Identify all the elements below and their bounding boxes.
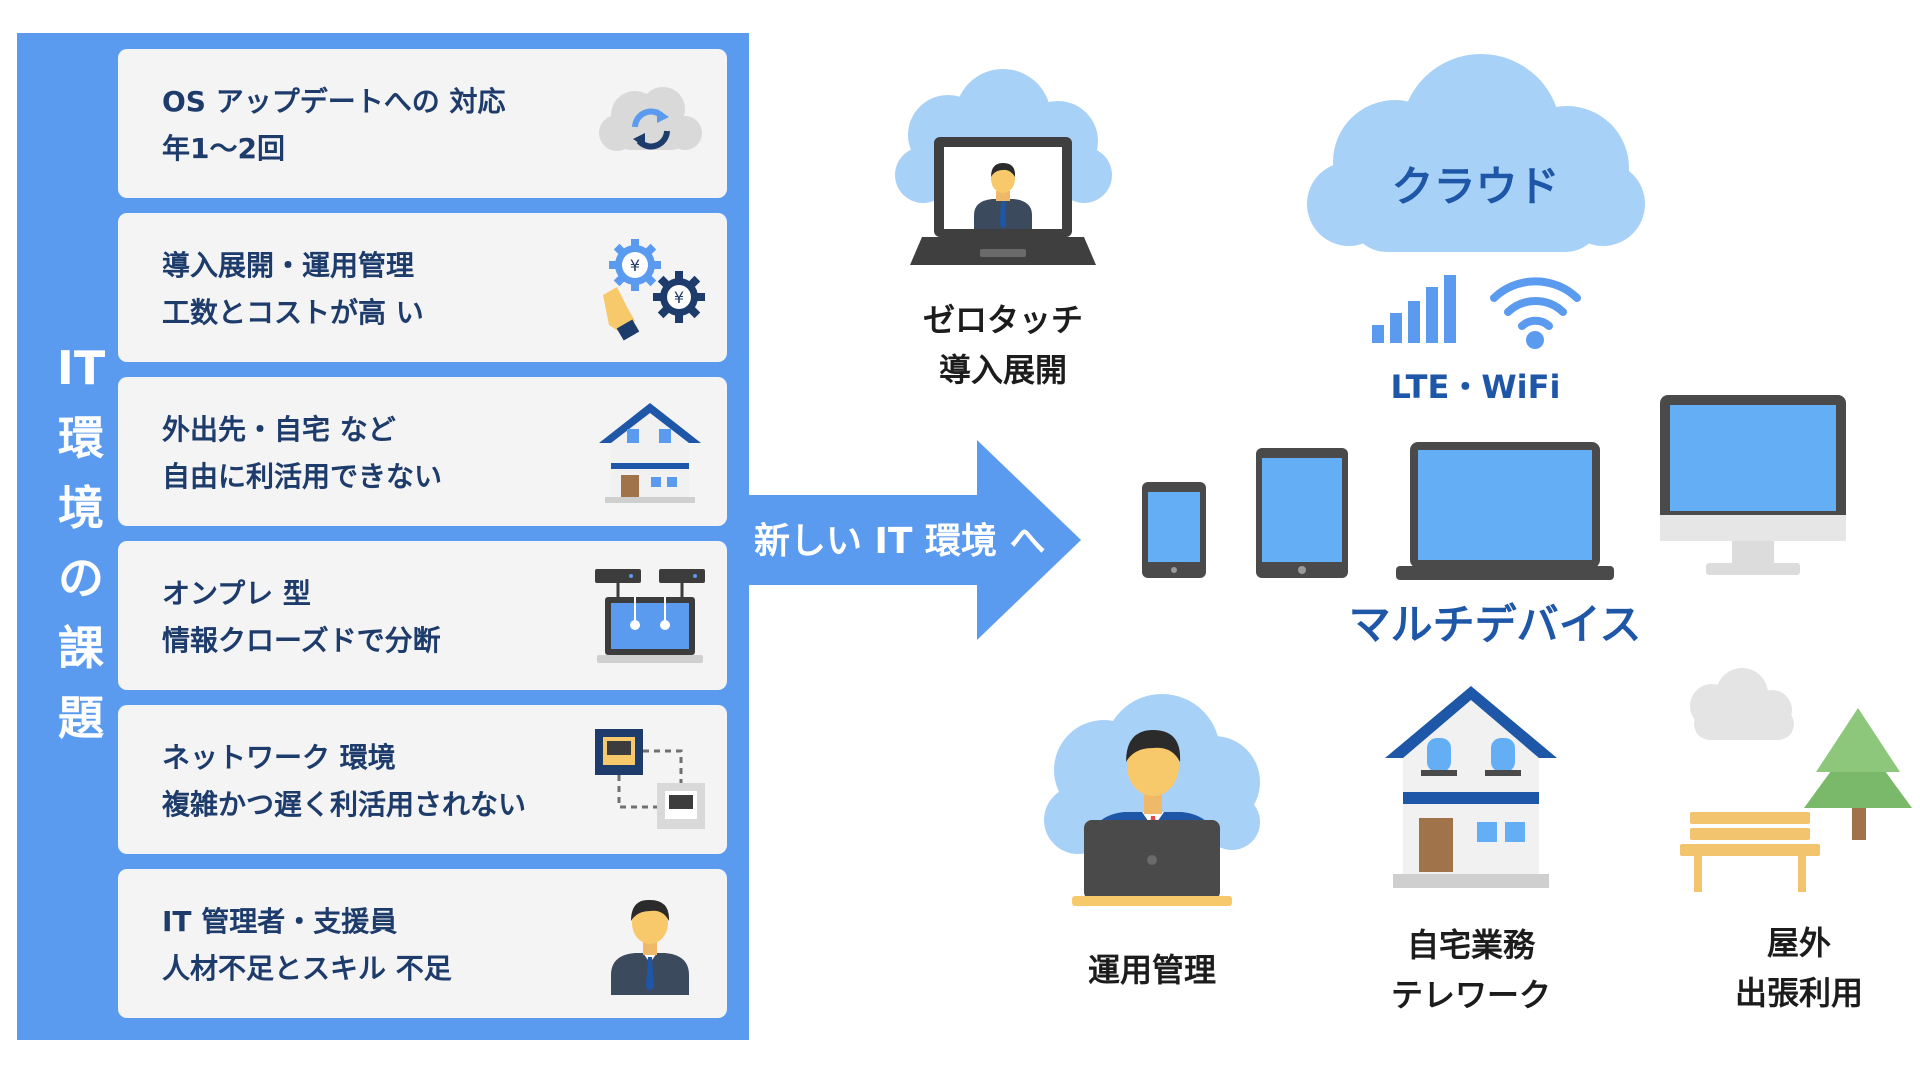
home-label: 自宅業務 テレワーク	[1370, 920, 1572, 1020]
tablet-icon	[1256, 448, 1348, 578]
admin-at-laptop-icon	[1044, 694, 1260, 906]
laptop-icon	[1396, 442, 1614, 580]
on-premise-server-icon	[595, 569, 705, 663]
issue-card-deployment-cost: 導入展開・運用管理 工数とコストが高 い ¥ ¥	[118, 213, 727, 362]
network-ports-icon	[595, 729, 705, 829]
transition-arrow	[749, 440, 1081, 640]
outdoor-label: 屋外 出張利用	[1688, 918, 1910, 1018]
issue-line: 工数とコストが高 い	[162, 296, 424, 329]
outdoor-line: 屋外	[1766, 924, 1831, 962]
network-label: LTE・WiFi	[1390, 368, 1561, 406]
multi-device-label: マルチデバイス	[1348, 600, 1642, 649]
yen-gears-icon: ¥ ¥	[603, 239, 705, 341]
outdoor-line: 出張利用	[1734, 974, 1863, 1012]
issue-line: 複雑かつ遅く利活用されない	[162, 788, 527, 821]
desktop-monitor-icon	[1660, 395, 1846, 575]
cloud-update-icon	[599, 87, 702, 151]
signal-bars-icon	[1372, 275, 1456, 343]
cloud-laptop-icon	[895, 69, 1112, 265]
issue-line: オンプレ 型	[162, 577, 311, 610]
issue-line: 外出先・自宅 など	[162, 413, 396, 446]
issue-card-on-premise: オンプレ 型 情報クローズドで分断	[118, 541, 727, 690]
side-title-char: 題	[58, 691, 104, 745]
house-icon	[599, 403, 701, 503]
issue-line: 自由に利活用できない	[162, 460, 443, 493]
issue-line: OS アップデートへの 対応	[162, 85, 506, 118]
cloud-icon	[1307, 54, 1645, 252]
issue-line: 年1～2回	[162, 132, 285, 165]
home-line: テレワーク	[1390, 976, 1551, 1014]
side-title-char: 課	[58, 621, 104, 675]
wifi-icon	[1490, 277, 1581, 349]
smartphone-icon	[1142, 482, 1206, 578]
issue-card-remote-use: 外出先・自宅 など 自由に利活用できない	[118, 377, 727, 526]
zero-touch-line: ゼロタッチ	[922, 301, 1083, 339]
svg-text:¥: ¥	[630, 256, 640, 275]
side-title-char: IT	[56, 341, 106, 395]
issue-card-network: ネットワーク 環境 複雑かつ遅く利活用されない	[118, 705, 727, 854]
zero-touch-line: 導入展開	[938, 351, 1067, 389]
side-title-char: の	[58, 551, 104, 605]
issue-line: 人材不足とスキル 不足	[162, 952, 452, 985]
issue-card-it-staff: IT 管理者・支援員 人材不足とスキル 不足	[118, 869, 727, 1018]
issue-line: 導入展開・運用管理	[162, 249, 415, 282]
admin-label: 運用管理	[1044, 945, 1260, 995]
issues-panel: IT 環 境 の 課 題 OS アップデートへの 対応 年1～2回 導入展開・運…	[17, 33, 749, 1040]
home-icon	[1385, 686, 1557, 888]
outdoor-bench-tree-icon	[1680, 668, 1912, 892]
admin-line: 運用管理	[1087, 951, 1216, 989]
side-title-char: 境	[58, 481, 104, 535]
side-title-char: 環	[58, 411, 104, 465]
cloud-label: クラウド	[1391, 162, 1560, 211]
arrow-label: 新しい IT 環境 へ	[754, 521, 1046, 562]
issue-card-os-update: OS アップデートへの 対応 年1～2回	[118, 49, 727, 198]
businessman-icon	[611, 899, 689, 995]
issue-line: ネットワーク 環境	[162, 741, 396, 774]
svg-text:¥: ¥	[674, 288, 684, 307]
issue-line: 情報クローズドで分断	[162, 624, 441, 657]
zero-touch-label: ゼロタッチ 導入展開	[885, 295, 1121, 395]
home-line: 自宅業務	[1406, 926, 1535, 964]
issue-line: IT 管理者・支援員	[162, 905, 398, 938]
